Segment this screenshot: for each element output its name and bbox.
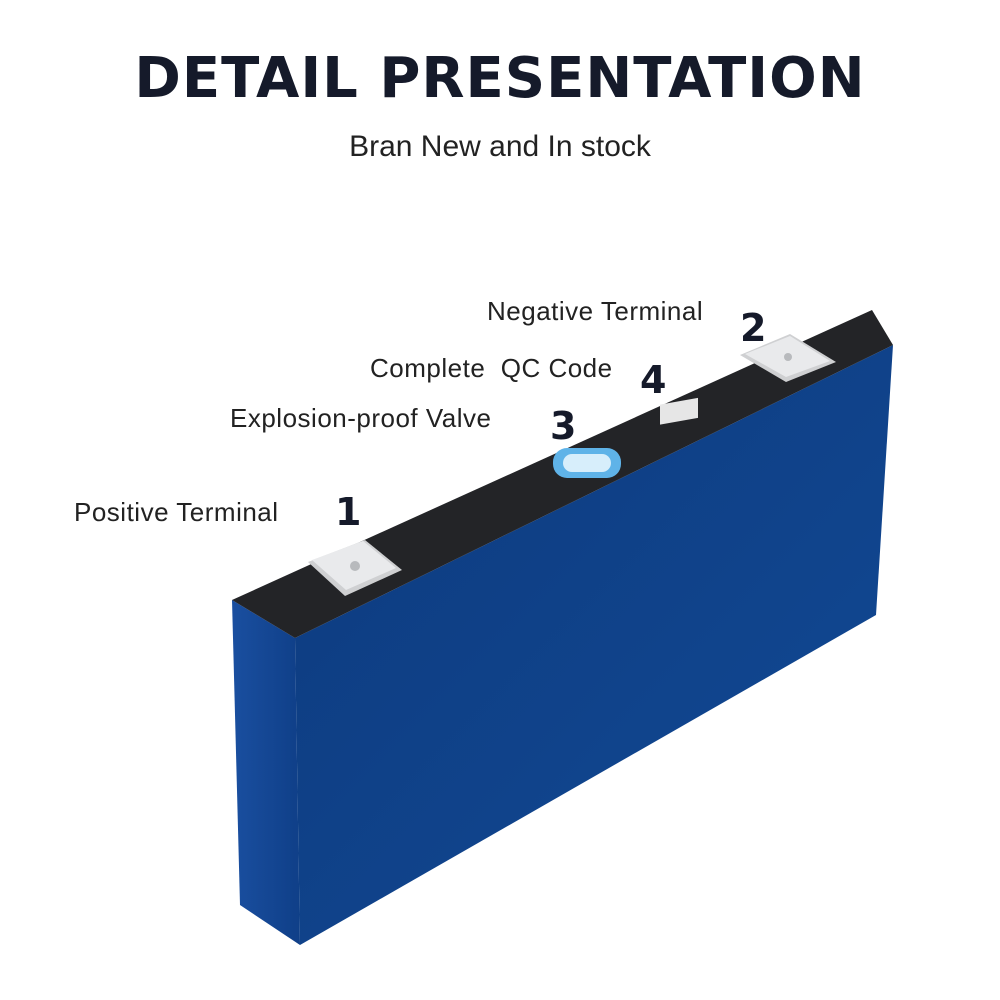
callout-label-qc-code: Complete QC Code bbox=[370, 353, 613, 383]
callout-number-4: 4 bbox=[640, 358, 667, 402]
battery-front-face bbox=[295, 345, 893, 945]
qc-code bbox=[660, 397, 698, 425]
explosion-proof-valve bbox=[553, 448, 621, 478]
callout-number-1: 1 bbox=[335, 490, 362, 534]
page-subtitle: Bran New and In stock bbox=[349, 130, 651, 163]
battery-end-face bbox=[232, 600, 300, 945]
callout-label-negative-terminal: Negative Terminal bbox=[487, 296, 704, 326]
callout-number-3: 3 bbox=[550, 404, 577, 448]
page-title: DETAIL PRESENTATION bbox=[134, 46, 866, 111]
positive-terminal bbox=[308, 540, 402, 596]
callout-label-positive-terminal: Positive Terminal bbox=[74, 497, 279, 527]
callout-number-2: 2 bbox=[740, 306, 767, 350]
negative-terminal bbox=[740, 334, 836, 382]
callout-label-explosion-proof-valve: Explosion-proof Valve bbox=[230, 403, 492, 433]
